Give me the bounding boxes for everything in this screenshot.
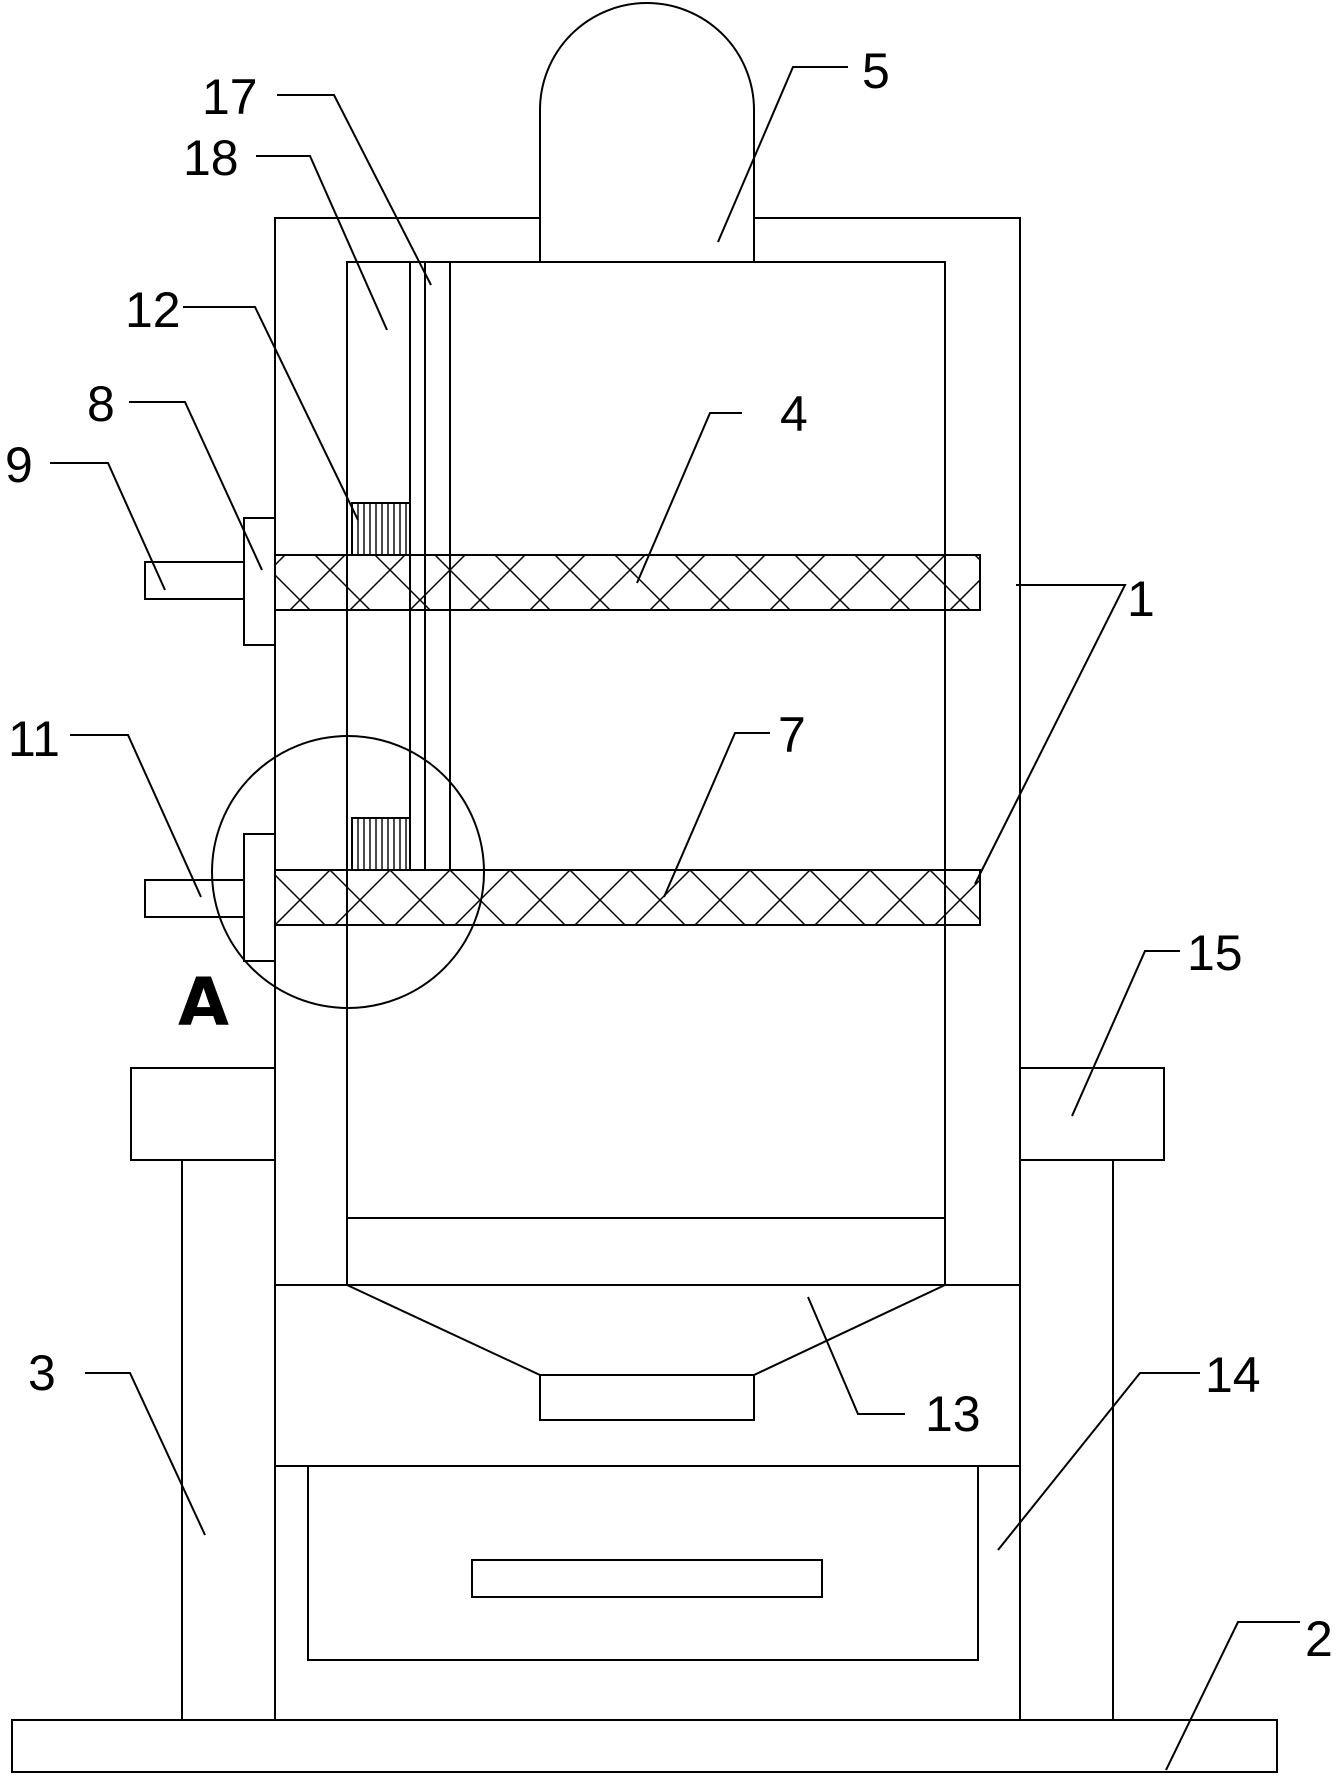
label-2: 2 (1305, 1611, 1333, 1667)
label-1: 1 (1127, 571, 1155, 627)
right-bracket (1019, 1067, 1165, 1161)
label-7: 7 (778, 707, 806, 763)
left-bracket (130, 1067, 276, 1161)
label-3: 3 (28, 1345, 56, 1401)
lower-handle (144, 879, 245, 918)
right-leg (1019, 1159, 1114, 1721)
upper-screen (274, 554, 981, 611)
label-11: 11 (8, 711, 60, 767)
label-4: 4 (780, 386, 808, 442)
top-dome (539, 2, 755, 262)
lower-mount-plate (243, 833, 276, 962)
leader-lines (50, 66, 1300, 1771)
label-5: 5 (862, 43, 890, 99)
label-8: 8 (87, 376, 115, 432)
lower-screen (274, 869, 981, 926)
detail-marker-a: A (178, 964, 229, 1041)
label-15: 15 (1187, 925, 1243, 981)
label-9: 9 (5, 437, 33, 493)
hopper-outlet (539, 1374, 755, 1421)
left-leg (181, 1159, 276, 1721)
base-plate (11, 1719, 1278, 1773)
label-14: 14 (1205, 1347, 1261, 1403)
lower-brush (351, 817, 411, 871)
drawer-handle (471, 1559, 823, 1598)
label-17: 17 (202, 69, 258, 125)
upper-brush (351, 502, 411, 556)
label-13: 13 (925, 1386, 981, 1442)
detail-circle (211, 735, 485, 1009)
label-12: 12 (125, 282, 181, 338)
label-18: 18 (183, 130, 239, 186)
upper-mount-plate (243, 517, 276, 646)
